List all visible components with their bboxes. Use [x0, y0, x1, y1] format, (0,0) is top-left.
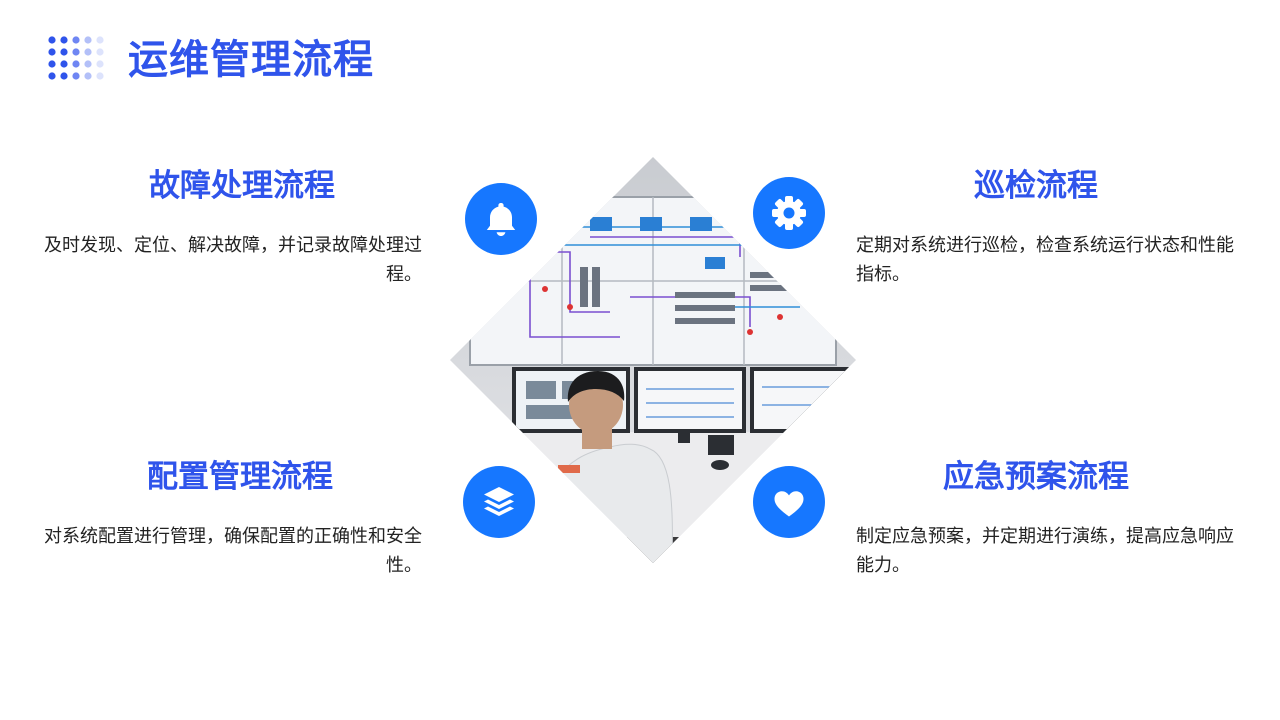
config-section-title: 配置管理流程 [147, 459, 333, 495]
fault-section-title: 故障处理流程 [149, 168, 335, 204]
inspection-section-title: 巡检流程 [974, 168, 1098, 204]
emergency-section-title: 应急预案流程 [943, 459, 1129, 495]
inspection-section-desc: 定期对系统进行巡检，检查系统运行状态和性能指标。 [856, 235, 1234, 285]
heart-icon [753, 466, 825, 538]
config-section-desc: 对系统配置进行管理，确保配置的正确性和安全性。 [44, 526, 422, 576]
layers-icon [463, 466, 535, 538]
gear-icon [753, 177, 825, 249]
decorative-dots-icon [48, 36, 104, 80]
fault-section-desc: 及时发现、定位、解决故障，并记录故障处理过程。 [44, 235, 422, 285]
control-room-photo [450, 157, 856, 563]
emergency-section-desc: 制定应急预案，并定期进行演练，提高应急响应能力。 [856, 526, 1234, 576]
page-title: 运维管理流程 [128, 37, 374, 83]
bell-icon [465, 183, 537, 255]
